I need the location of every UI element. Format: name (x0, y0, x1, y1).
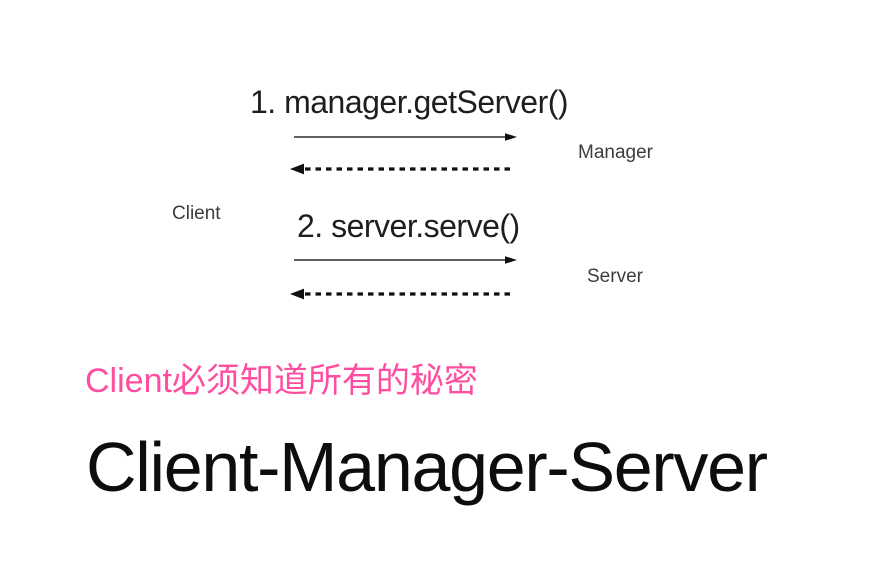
message-2-label: 2. server.serve() (297, 208, 520, 244)
slide-title: Client-Manager-Server (86, 428, 768, 506)
actor-label-server: Server (587, 266, 643, 287)
actor-label-manager: Manager (578, 142, 653, 163)
slide-note: Client必须知道所有的秘密 (85, 362, 478, 400)
message-1-label: 1. manager.getServer() (250, 84, 569, 120)
arrow-right-solid-icon (294, 256, 517, 264)
arrow-left-dashed-icon (290, 288, 514, 300)
arrow-right-solid-icon (294, 133, 517, 141)
arrow-left-dashed-icon (290, 163, 514, 175)
actor-label-client: Client (172, 203, 221, 224)
